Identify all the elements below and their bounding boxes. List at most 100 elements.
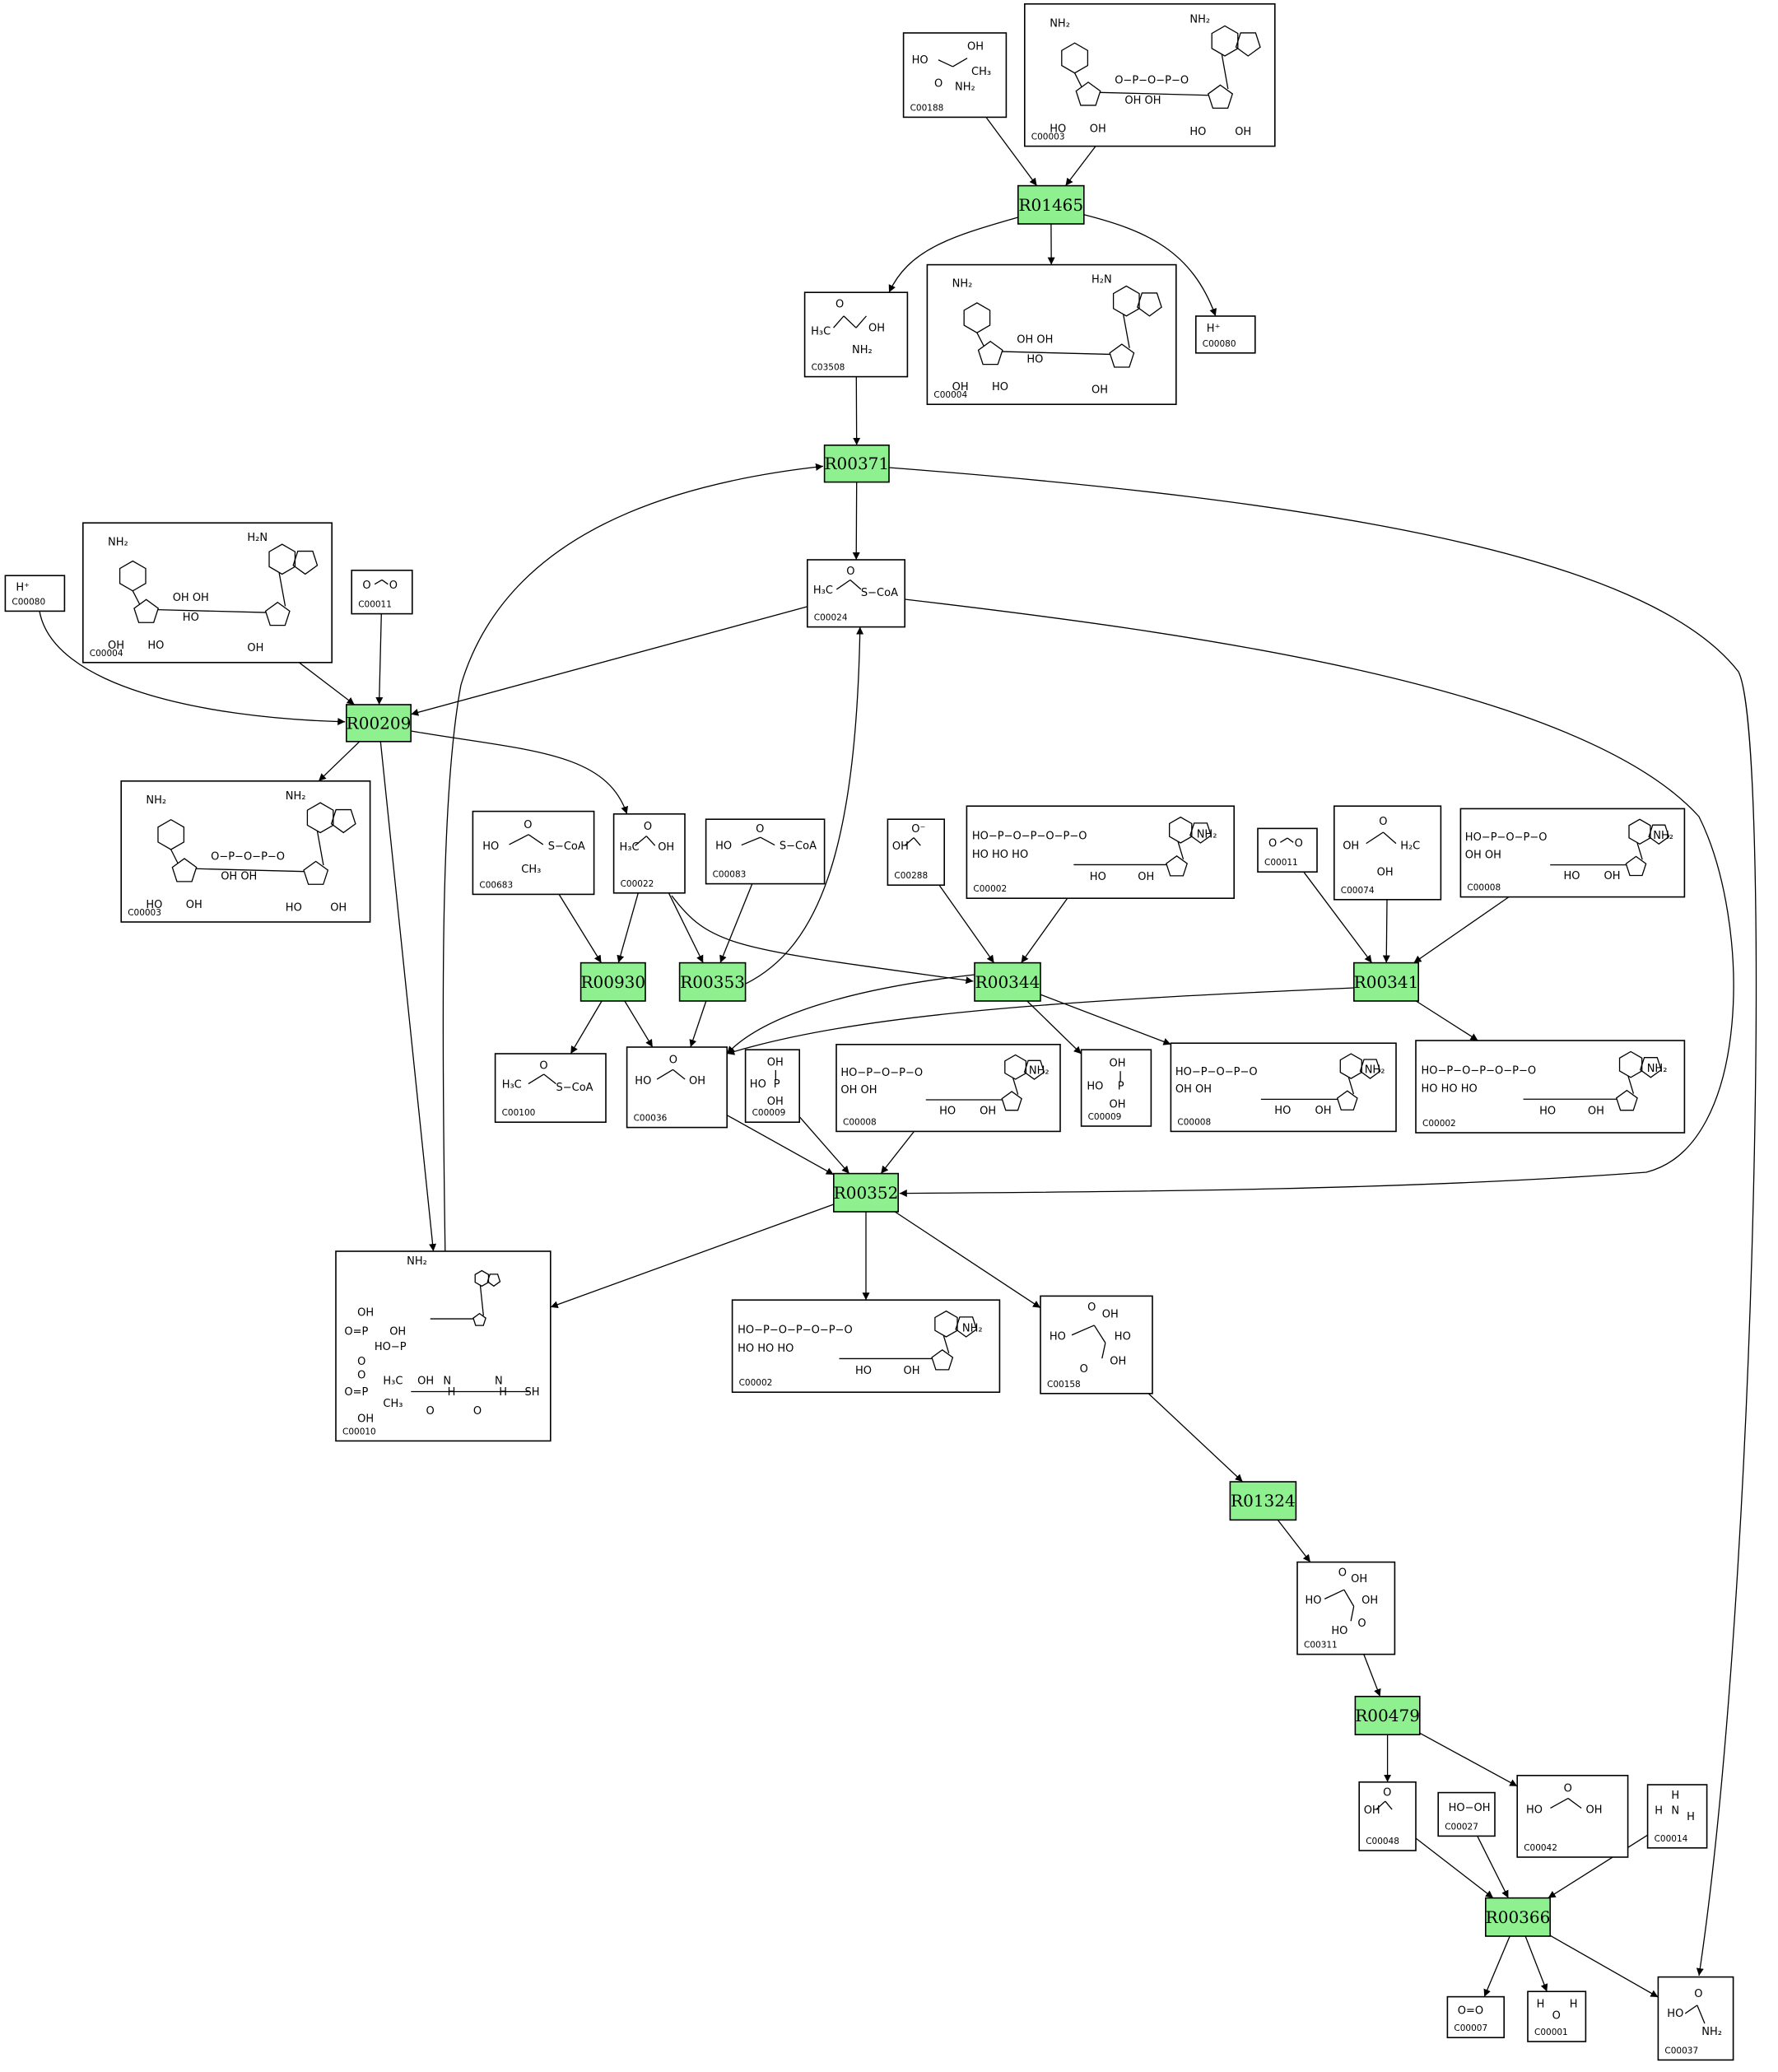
reaction-r00930[interactable]: R00930 <box>579 962 646 1002</box>
compound-box <box>926 263 1177 406</box>
svg-text:OH: OH <box>1102 1308 1119 1320</box>
svg-text:NH₂: NH₂ <box>1050 17 1070 30</box>
svg-text:H: H <box>1570 1999 1578 2011</box>
svg-text:OH: OH <box>1235 126 1251 138</box>
edge-c_C00311-to-R00479 <box>1363 1654 1381 1697</box>
compound-id: C00074 <box>1341 886 1375 896</box>
reaction-box <box>345 704 412 743</box>
reaction-r00371[interactable]: R00371 <box>823 444 890 483</box>
svg-text:H: H <box>1655 1804 1663 1817</box>
compound-id: C00003 <box>1031 133 1065 142</box>
reaction-r01324[interactable]: R01324 <box>1229 1481 1297 1521</box>
svg-text:P: P <box>1118 1081 1124 1093</box>
molecule-structure: OHO⁻ <box>892 823 926 853</box>
edge-R00479-to-c_C00042 <box>1419 1732 1518 1787</box>
svg-text:HO−P−O−P−O: HO−P−O−P−O <box>1175 1066 1258 1078</box>
edge-R01324-to-c_C00311 <box>1277 1520 1311 1562</box>
compound-box <box>1257 827 1318 873</box>
svg-text:H⁺: H⁺ <box>16 581 30 594</box>
svg-text:O: O <box>539 1059 547 1072</box>
reaction-label: R01324 <box>1231 1491 1296 1511</box>
svg-text:O: O <box>756 823 764 836</box>
reaction-r00366[interactable]: R00366 <box>1485 1897 1552 1937</box>
edge-R01465-to-c_C00080_top <box>1083 214 1217 317</box>
svg-text:OH: OH <box>389 1325 406 1338</box>
edge-c_C00288-to-R00344 <box>938 884 995 963</box>
svg-text:HO: HO <box>1539 1106 1556 1118</box>
reaction-r00209[interactable]: R00209 <box>345 704 412 743</box>
compound-c00288[interactable]: OHO⁻C00288 <box>887 818 946 887</box>
compound-box <box>902 32 1008 119</box>
reaction-r00352[interactable]: R00352 <box>832 1172 899 1213</box>
compound-c00080[interactable]: H⁺C00080 <box>1195 315 1256 354</box>
svg-text:H₃C: H₃C <box>813 584 833 597</box>
svg-text:O=O: O=O <box>1458 2004 1483 2017</box>
reaction-box <box>823 444 890 483</box>
compound-id: C00683 <box>479 880 513 890</box>
reaction-r00341[interactable]: R00341 <box>1353 962 1420 1002</box>
reaction-r00353[interactable]: R00353 <box>678 962 747 1002</box>
compound-box <box>4 575 66 612</box>
svg-text:HO: HO <box>482 840 499 853</box>
reaction-r00344[interactable]: R00344 <box>974 962 1041 1002</box>
svg-text:OH: OH <box>357 1306 374 1319</box>
svg-text:HO HO HO: HO HO HO <box>972 849 1028 861</box>
svg-text:OH: OH <box>1091 384 1108 397</box>
svg-text:O: O <box>1295 838 1303 850</box>
svg-text:O: O <box>934 78 943 91</box>
compound-id: C00011 <box>1264 858 1298 868</box>
reaction-label: R00479 <box>1355 1706 1420 1725</box>
compound-c00080[interactable]: H⁺ C00080 <box>4 575 66 612</box>
reaction-r00479[interactable]: R00479 <box>1354 1696 1421 1736</box>
compound-id: C00080 <box>12 597 45 607</box>
svg-text:HO: HO <box>183 612 199 624</box>
svg-text:OH: OH <box>1110 1099 1126 1111</box>
reaction-label: R00209 <box>347 713 412 733</box>
reaction-r01465[interactable]: R01465 <box>1017 184 1085 225</box>
compound-id: C00024 <box>814 613 848 623</box>
edge-R00209-to-c_C00010 <box>379 741 437 1252</box>
reaction-box <box>974 962 1041 1002</box>
svg-text:P: P <box>774 1078 780 1091</box>
svg-text:OH: OH <box>1138 871 1154 883</box>
